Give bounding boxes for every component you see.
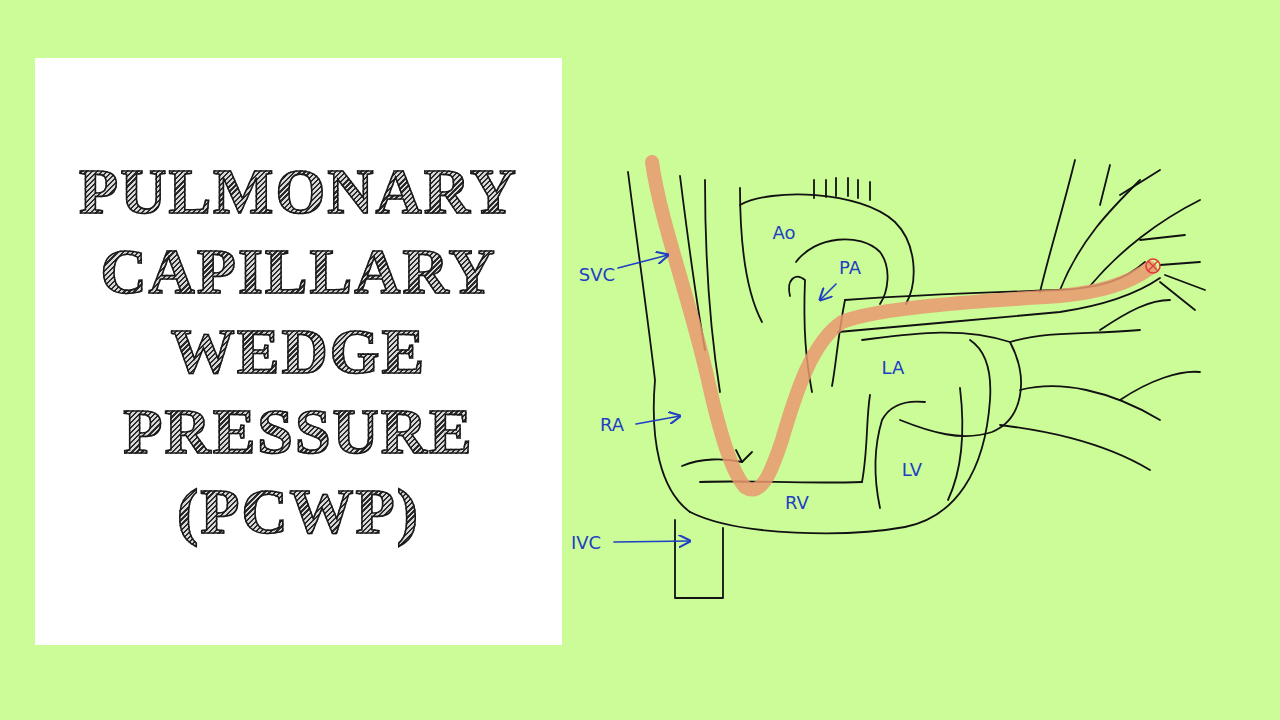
aorta <box>740 188 762 322</box>
lv-wall <box>876 402 925 508</box>
catheter <box>652 162 1150 489</box>
heart-wall <box>690 340 990 533</box>
catheter-balloon <box>1148 261 1158 271</box>
catheter-balloon <box>1146 259 1160 273</box>
pulmonary-trunk <box>832 300 845 386</box>
pulmonary-vein <box>1010 330 1140 342</box>
leader-arrow <box>820 284 836 300</box>
title-text: PULMONARY CAPILLARY WEDGE PRESSURE (PCWP… <box>54 152 544 552</box>
left-atrium <box>862 333 1021 436</box>
title-panel: PULMONARY CAPILLARY WEDGE PRESSURE (PCWP… <box>35 58 562 645</box>
part-label: LA <box>880 357 907 379</box>
leader-arrow <box>614 541 690 542</box>
pulmonary-vein <box>1000 425 1150 470</box>
part-label: IVC <box>569 532 603 554</box>
lung-branch <box>1100 300 1200 400</box>
pulmonary-vein <box>1020 386 1160 420</box>
part-label: RA <box>598 414 626 436</box>
leader-arrow <box>636 416 680 424</box>
part-label: LV <box>900 459 924 481</box>
leader-arrow <box>618 255 668 268</box>
lung-branch <box>1040 160 1075 292</box>
part-label: PA <box>837 257 863 279</box>
arch-vessels <box>814 178 870 200</box>
aortic-arch <box>796 239 888 304</box>
aortic-arch <box>740 194 914 304</box>
leader-lines <box>614 255 836 542</box>
lv-wall <box>948 388 962 500</box>
ivc-vessel <box>675 520 723 598</box>
part-label: RV <box>783 492 811 514</box>
part-label: SVC <box>577 264 617 286</box>
part-label: Ao <box>770 222 797 244</box>
rv-wall <box>700 481 862 482</box>
valve-line <box>736 450 752 462</box>
septum <box>862 395 870 482</box>
heart-outline <box>628 160 1205 598</box>
